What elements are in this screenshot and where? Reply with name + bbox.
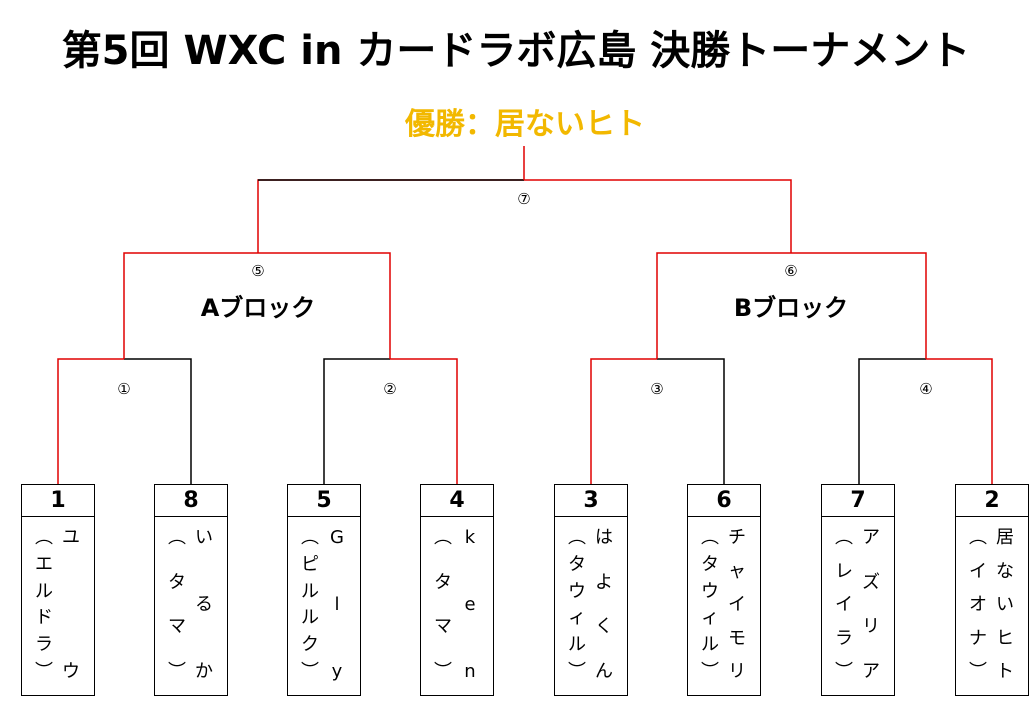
player-seed: 4 <box>421 485 493 517</box>
player-name: チャイモリ <box>728 527 746 682</box>
player-name: アズリア <box>862 527 880 682</box>
player-team: ︵ピルルク︶ <box>301 527 319 682</box>
match-number-5: ⑤ <box>251 262 264 280</box>
bracket-line-m3-winner <box>656 252 791 359</box>
player-box-seed-6: 6 ︵タウィル︶ チャイモリ <box>687 484 761 696</box>
bracket-line-m2-winner <box>258 252 391 359</box>
player-box-seed-7: 7 ︵レイラ︶ アズリア <box>821 484 895 696</box>
bracket-line-seed-5 <box>323 358 390 484</box>
match-number-2: ② <box>383 380 396 398</box>
bracket-line-m6-winner <box>524 179 792 253</box>
player-name: はよくん <box>595 527 613 682</box>
player-team: ︵タウィル︶ <box>568 527 586 682</box>
player-seed: 8 <box>155 485 227 517</box>
player-box-seed-8: 8 ︵タマ︶ いるか <box>154 484 228 696</box>
player-seed: 6 <box>688 485 760 517</box>
bracket-line-seed-7 <box>858 358 926 484</box>
player-team: ︵タマ︶ <box>434 527 452 682</box>
match-number-7: ⑦ <box>517 190 530 208</box>
champion-label: 優勝：居ないヒト <box>405 107 645 142</box>
player-name: いるか <box>195 527 213 682</box>
page-title: 第5回 WXC in カードラボ広島 決勝トーナメント <box>61 28 971 74</box>
player-name: 居ないヒト <box>996 527 1014 682</box>
player-seed: 7 <box>822 485 894 517</box>
bracket-line-seed-1 <box>57 358 124 484</box>
match-number-6: ⑥ <box>784 262 797 280</box>
bracket-line-seed-4 <box>390 358 458 484</box>
player-names: ︵タウィル︶ チャイモリ <box>688 517 760 695</box>
player-seed: 1 <box>22 485 94 517</box>
match-number-4: ④ <box>919 380 932 398</box>
player-box-seed-1: 1 ︵エルドラ︶ ユウ <box>21 484 95 696</box>
player-team: ︵レイラ︶ <box>835 527 853 682</box>
player-team: ︵イオナ︶ <box>969 527 987 682</box>
block-label-a: Aブロック <box>201 294 316 322</box>
player-names: ︵タウィル︶ はよくん <box>555 517 627 695</box>
bracket-line-m1-winner <box>123 252 258 359</box>
player-team: ︵タウィル︶ <box>701 527 719 682</box>
player-team: ︵タマ︶ <box>168 527 186 682</box>
player-names: ︵レイラ︶ アズリア <box>822 517 894 695</box>
match-number-1: ① <box>117 380 130 398</box>
player-box-seed-2: 2 ︵イオナ︶ 居ないヒト <box>955 484 1029 696</box>
bracket-line-m4-winner <box>791 252 927 359</box>
bracket-line-seed-3 <box>590 358 657 484</box>
match-number-3: ③ <box>650 380 663 398</box>
player-names: ︵エルドラ︶ ユウ <box>22 517 94 695</box>
block-label-b: Bブロック <box>734 294 848 322</box>
player-box-seed-3: 3 ︵タウィル︶ はよくん <box>554 484 628 696</box>
bracket-line-seed-6 <box>657 358 725 484</box>
player-team: ︵エルドラ︶ <box>35 527 53 682</box>
bracket-line-seed-2 <box>926 358 993 484</box>
player-seed: 2 <box>956 485 1028 517</box>
player-seed: 5 <box>288 485 360 517</box>
bracket-line-seed-8 <box>124 358 192 484</box>
player-names: ︵イオナ︶ 居ないヒト <box>956 517 1028 695</box>
player-names: ︵タマ︶ いるか <box>155 517 227 695</box>
player-seed: 3 <box>555 485 627 517</box>
player-name: ユウ <box>62 527 80 682</box>
bracket-line-m5-winner <box>257 179 524 253</box>
